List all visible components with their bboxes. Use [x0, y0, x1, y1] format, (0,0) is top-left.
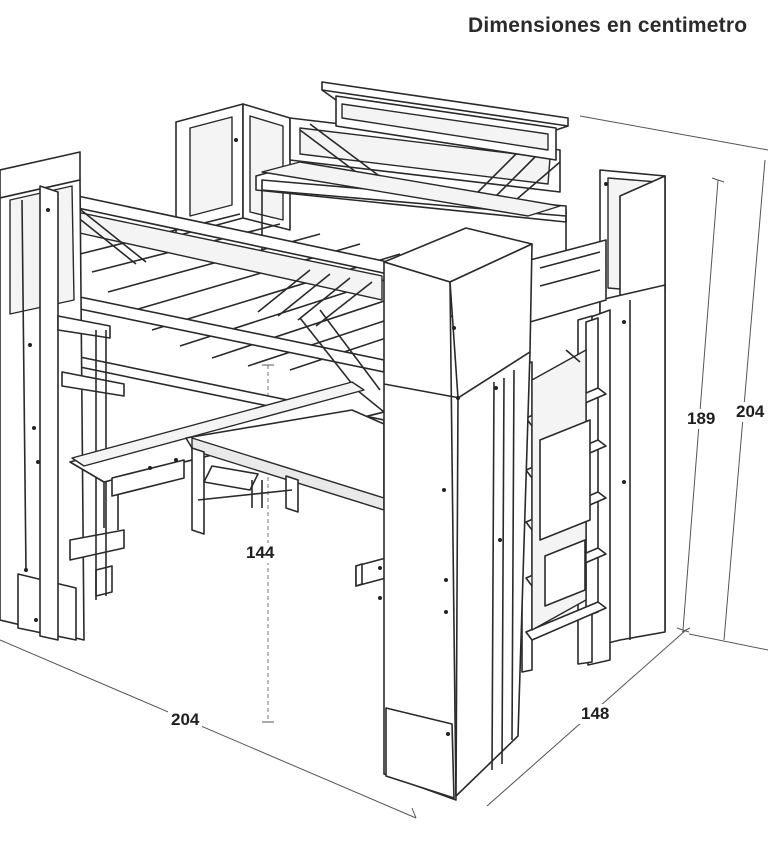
- desk: [69, 381, 387, 587]
- left-front-structure: [0, 151, 125, 641]
- depth-dimension-label: 148: [578, 704, 613, 724]
- left-shelf-2: [61, 371, 125, 397]
- screw-heads: [24, 138, 626, 736]
- platform-height-dimension-label: 189: [684, 409, 719, 429]
- total-height-dimension-label: 204: [733, 402, 768, 422]
- desk-drawer: [111, 459, 185, 497]
- front-right-wardrobe: [383, 227, 533, 801]
- inner-height-dimension-label: 144: [243, 543, 278, 563]
- platform-height-dimension-line: [682, 179, 719, 631]
- wardrobe-front-panel: [383, 261, 457, 801]
- width-dimension-label: 204: [168, 710, 203, 730]
- left-shelf-1: [57, 315, 111, 339]
- total-height-dimension-line: [723, 159, 766, 641]
- width-dimension-line: [0, 639, 417, 819]
- page-title: Dimensiones en centimetro: [468, 14, 748, 37]
- back-structure: [175, 81, 569, 237]
